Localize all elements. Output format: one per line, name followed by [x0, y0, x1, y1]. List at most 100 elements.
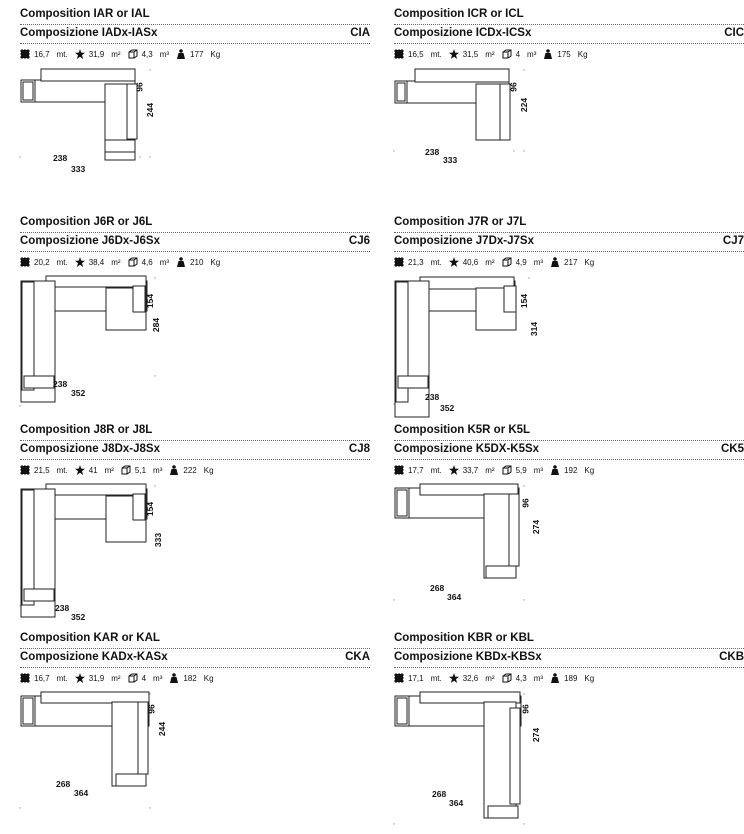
weight-unit: Kg [584, 465, 595, 475]
volume-unit: m³ [533, 465, 544, 475]
dotted-divider [20, 251, 370, 252]
fabric-length-icon [20, 465, 30, 475]
dotted-divider [394, 232, 744, 233]
leather-area-icon [74, 257, 85, 267]
depth-dimension: 96 [146, 704, 157, 714]
total-width-dimension: 333 [443, 155, 458, 165]
package-volume-icon [502, 257, 512, 267]
dotted-divider [20, 648, 370, 649]
fabric-length-icon [20, 49, 30, 59]
length-value: 21,5 [34, 465, 50, 475]
weight-unit: Kg [584, 257, 595, 267]
composition-subtitle: Composizione ICDx-ICSx [394, 27, 532, 39]
total-width-dimension: 352 [71, 388, 86, 398]
length-value: 16,7 [34, 49, 50, 59]
total-width-dimension: 352 [440, 403, 455, 413]
area-unit: m² [485, 673, 495, 683]
width-dimension: 238 [53, 153, 68, 163]
total-width-dimension: 364 [74, 788, 89, 798]
total-width-dimension: 364 [447, 592, 462, 602]
weight-value: 177 [190, 49, 204, 59]
package-volume-icon [128, 673, 138, 683]
total-width-dimension: 364 [449, 798, 464, 808]
volume-value: 4,9 [515, 257, 527, 267]
composition-code: CK5 [720, 443, 744, 455]
weight-value: 217 [564, 257, 578, 267]
length-unit: mt. [430, 49, 442, 59]
volume-unit: m³ [159, 257, 170, 267]
composition-subtitle: Composizione J8Dx-J8Sx [20, 443, 160, 455]
weight-value: 182 [183, 673, 197, 683]
composition-panel: Composition K5R or K5L Composizione K5DX… [393, 424, 744, 626]
width-dimension: 268 [56, 779, 71, 789]
depth-dimension: 154 [145, 501, 156, 517]
area-unit: m² [104, 465, 114, 475]
floor-plan-drawing [19, 476, 370, 626]
volume-unit: m³ [533, 257, 544, 267]
weight-value: 189 [564, 673, 578, 683]
weight-icon [176, 257, 186, 267]
width-dimension: 268 [432, 789, 447, 799]
weight-icon [550, 673, 560, 683]
sofa-plan-svg [19, 68, 151, 161]
sofa-plan-svg [393, 483, 525, 601]
area-unit: m² [111, 257, 121, 267]
length-value: 16,7 [34, 673, 50, 683]
composition-code: CKA [345, 651, 370, 663]
total-depth-dimension: 224 [519, 97, 530, 113]
fabric-length-icon [394, 465, 404, 475]
sofa-plan-svg [393, 691, 525, 825]
package-volume-icon [128, 257, 138, 267]
width-dimension: 268 [430, 583, 445, 593]
length-unit: mt. [56, 673, 68, 683]
total-depth-dimension: 314 [529, 321, 540, 337]
floor-plan-drawing [393, 476, 744, 626]
composition-subtitle: Composizione IADx-IASx [20, 27, 158, 39]
weight-value: 222 [183, 465, 197, 475]
dotted-divider [20, 232, 370, 233]
composition-panel: Composition J7R or J7L Composizione J7Dx… [393, 216, 744, 418]
composition-subtitle: Composizione KBDx-KBSx [394, 651, 542, 663]
composition-title: Composition ICR or ICL [394, 8, 524, 20]
fabric-length-icon [20, 257, 30, 267]
leather-area-icon [448, 465, 459, 475]
area-value: 32,6 [462, 673, 479, 683]
total-depth-dimension: 333 [153, 532, 164, 548]
dotted-divider [20, 667, 370, 668]
leather-area-icon [448, 49, 459, 59]
fabric-length-icon [394, 257, 404, 267]
total-depth-dimension: 284 [151, 317, 162, 333]
volume-value: 5,1 [134, 465, 147, 475]
composition-panel: Composition KAR or KAL Composizione KADx… [19, 632, 370, 832]
composition-subtitle: Composizione K5DX-K5Sx [394, 443, 540, 455]
sofa-plan-svg [19, 275, 156, 407]
dotted-divider [394, 667, 744, 668]
volume-value: 4,6 [141, 257, 153, 267]
composition-title: Composition KAR or KAL [20, 632, 160, 644]
area-unit: m² [111, 673, 121, 683]
total-depth-dimension: 244 [145, 102, 156, 118]
composition-code: CJ6 [348, 235, 370, 247]
area-value: 31,5 [462, 49, 479, 59]
total-depth-dimension: 244 [157, 721, 168, 737]
composition-subtitle: Composizione KADx-KASx [20, 651, 168, 663]
length-unit: mt. [56, 257, 68, 267]
dotted-divider [394, 24, 744, 25]
dotted-divider [394, 459, 744, 460]
package-volume-icon [121, 465, 131, 475]
volume-value: 4 [141, 673, 147, 683]
composition-code: CKB [719, 651, 744, 663]
weight-unit: Kg [577, 49, 588, 59]
weight-value: 210 [190, 257, 204, 267]
volume-unit: m³ [159, 49, 170, 59]
composition-code: CIA [350, 27, 370, 39]
dotted-divider [394, 440, 744, 441]
leather-area-icon [74, 49, 85, 59]
length-unit: mt. [430, 673, 442, 683]
composition-title: Composition J8R or J8L [20, 424, 153, 436]
weight-value: 175 [557, 49, 571, 59]
weight-icon [550, 465, 560, 475]
width-dimension: 238 [53, 379, 68, 389]
